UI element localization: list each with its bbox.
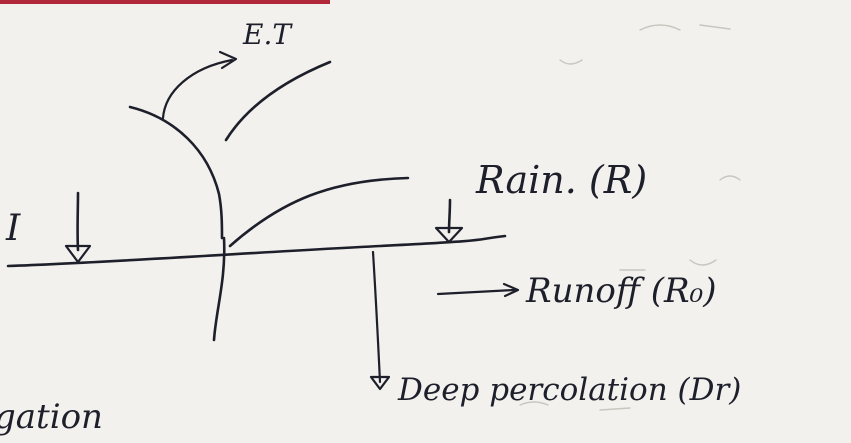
et-arrowhead-icon bbox=[218, 50, 238, 70]
et-arrow bbox=[161, 58, 234, 120]
irrigation-label: I bbox=[5, 208, 21, 249]
plant-leaf-left bbox=[128, 105, 224, 240]
ground-line bbox=[6, 234, 507, 268]
runoff-arrowhead-icon bbox=[502, 282, 520, 298]
show-through-marks bbox=[519, 24, 741, 411]
rain-arrowhead-icon bbox=[434, 226, 464, 244]
rain-arrow bbox=[447, 198, 452, 234]
runoff-arrow bbox=[436, 288, 516, 296]
et-label: E.T bbox=[242, 18, 293, 51]
irrigation-arrowhead-icon bbox=[64, 244, 92, 264]
top-edge-strip bbox=[0, 0, 330, 4]
deep-percolation-label: Deep percolation (Dr) bbox=[397, 372, 741, 408]
plant-leaf-right bbox=[224, 60, 332, 142]
rain-label: Rain. (R) bbox=[475, 158, 647, 202]
runoff-label: Runoff (R₀) bbox=[525, 271, 717, 311]
plant-stem bbox=[212, 236, 226, 342]
deep-percolation-arrowhead-icon bbox=[369, 375, 391, 391]
cut-off-word: gation bbox=[0, 397, 103, 437]
plant-leaf-lower bbox=[228, 176, 410, 248]
deep-percolation-arrow bbox=[371, 250, 382, 384]
